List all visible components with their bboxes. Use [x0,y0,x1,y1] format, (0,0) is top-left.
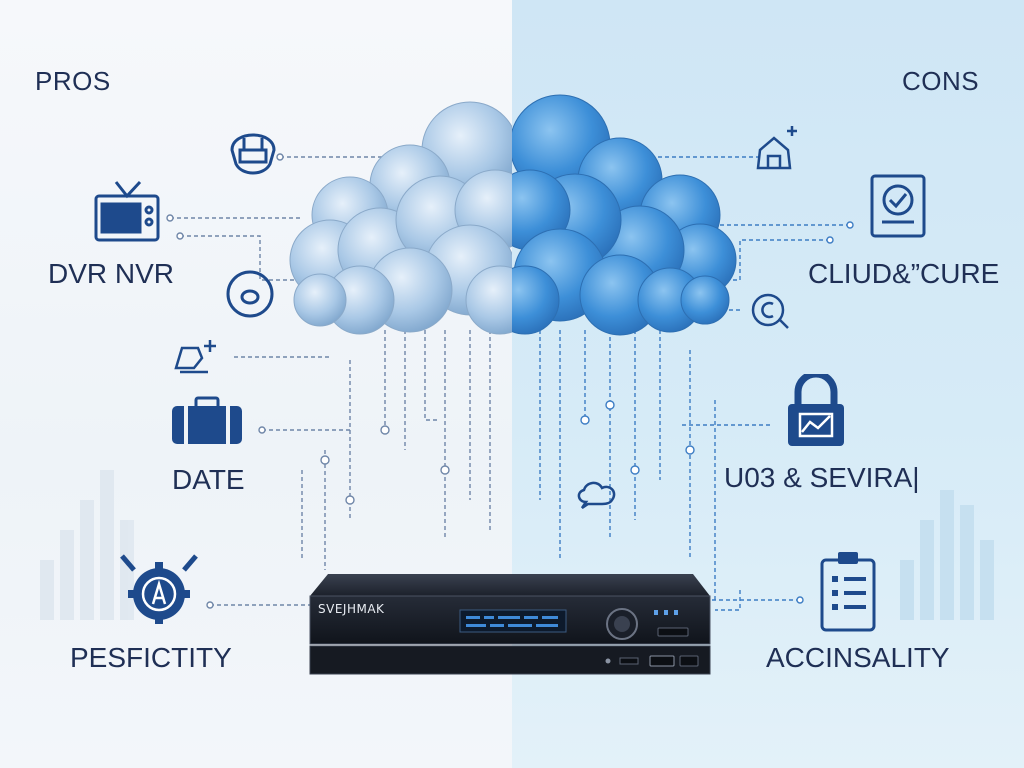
gear-badge-icon [120,554,198,624]
clipboard-checklist-icon [820,552,876,632]
helmet-icon [230,133,276,175]
cons-heading: CONS [902,66,980,96]
chat-cloud-icon [577,481,616,510]
device-brand-label: SVEJHMAK [318,602,385,616]
disc-icon [226,270,274,318]
cons-item-label-2: U03 & SEVIRA| [724,462,920,493]
cons-item-label-1: CLIUD&”CURE [808,258,1000,289]
tent-icon [756,126,797,170]
camera-add-icon [174,340,216,374]
padlock-icon [788,374,844,446]
briefcase-icon [172,396,242,444]
tv-icon [94,180,160,242]
pros-heading: PROS [35,66,111,96]
pros-item-label-1: DVR NVR [48,258,175,289]
pros-item-label-3: PESFICTITY [70,642,232,673]
copyright-badge-icon [751,293,789,329]
pros-item-label-2: DATE [172,464,245,495]
recorder-device [309,574,711,675]
monitor-check-icon [870,174,926,238]
cons-item-label-3: ACCINSALITY [766,642,950,673]
